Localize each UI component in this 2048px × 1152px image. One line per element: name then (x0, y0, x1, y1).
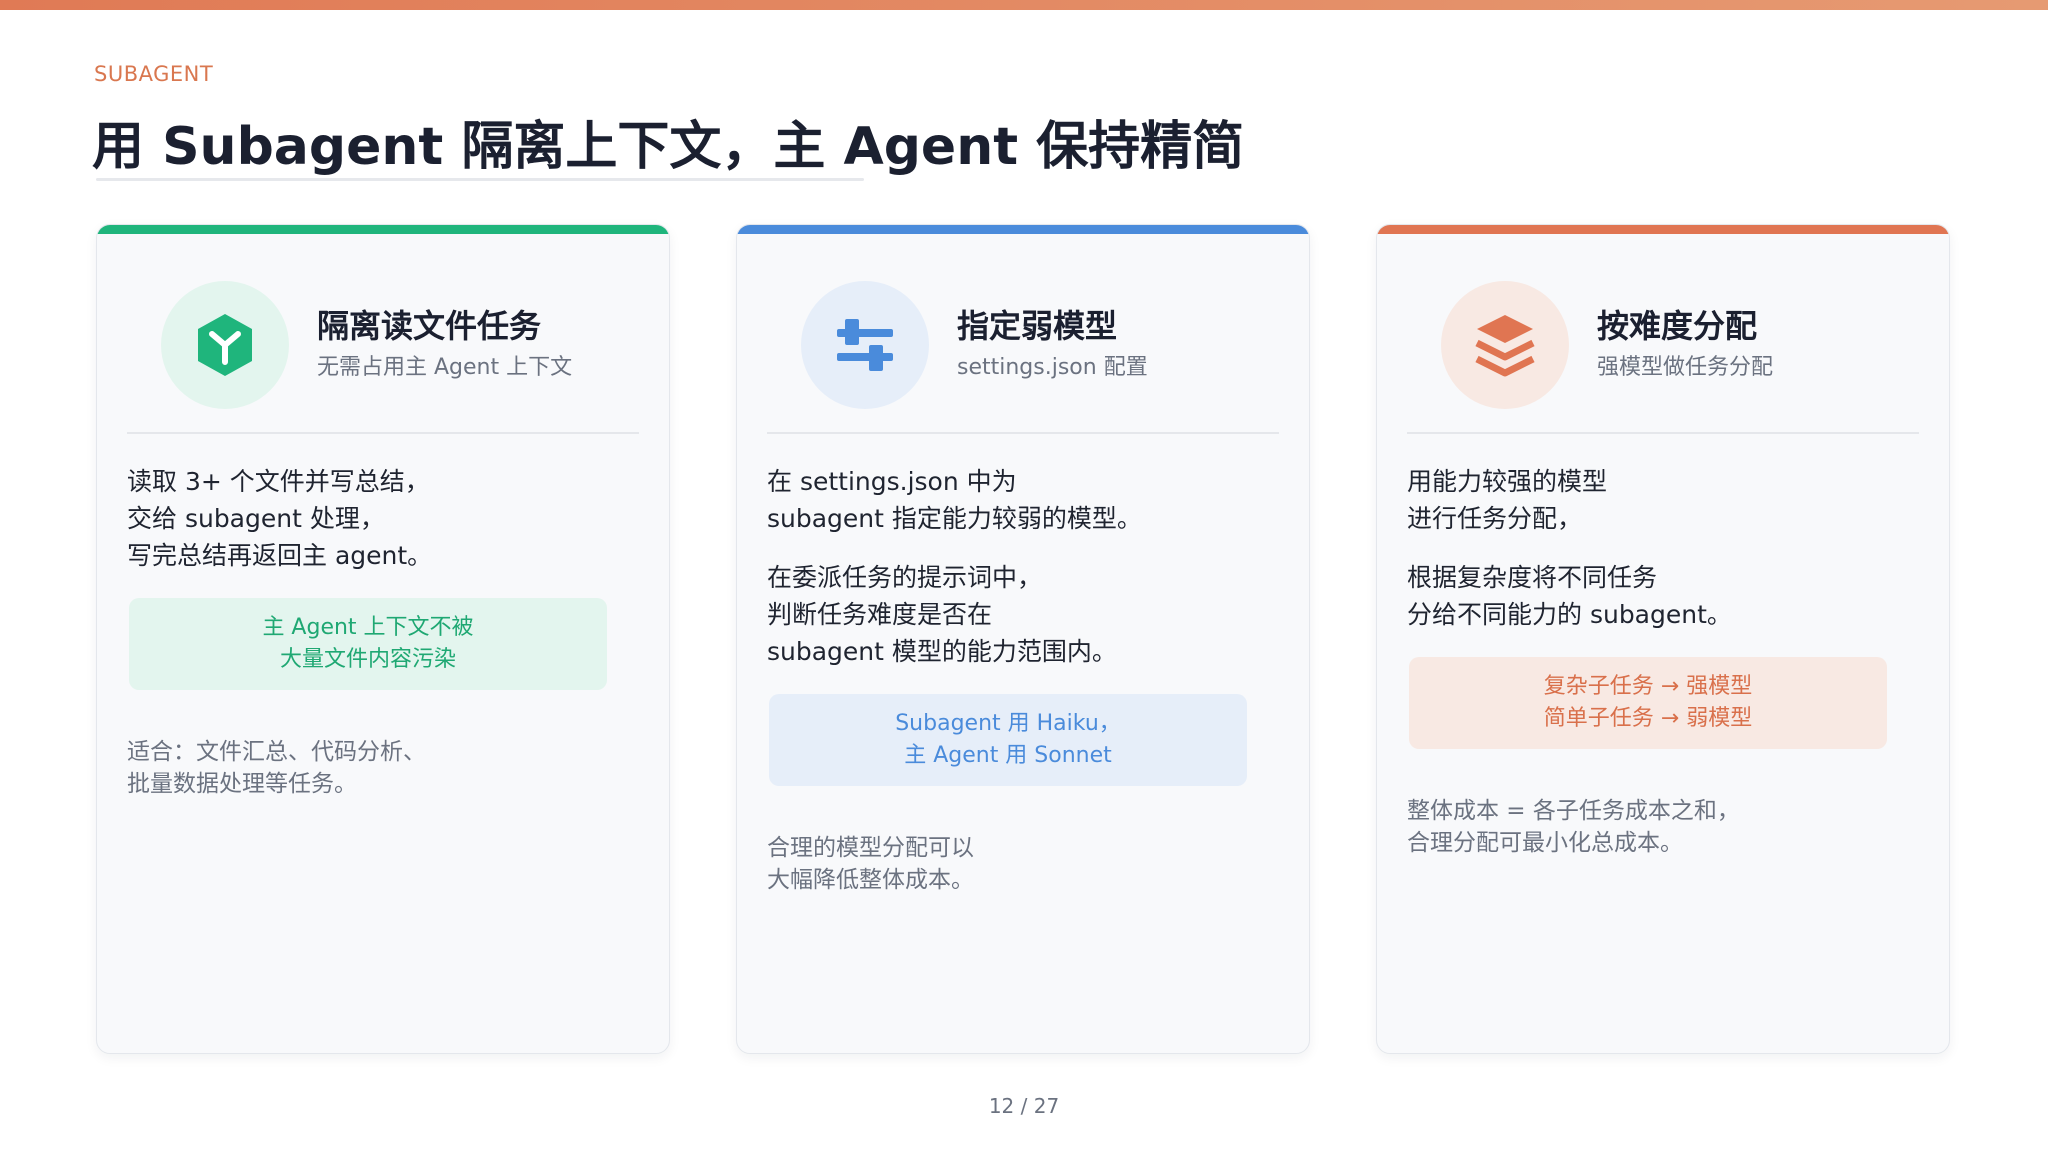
card-subtitle: settings.json 配置 (957, 355, 1148, 380)
card-callout: 主 Agent 上下文不被 大量文件内容污染 (129, 598, 607, 690)
page-title: 用 Subagent 隔离上下文，主 Agent 保持精简 (92, 117, 1245, 177)
card-divider (127, 432, 639, 434)
card-body: 用能力较强的模型 进行任务分配， 根据复杂度将不同任务 分给不同能力的 suba… (1407, 463, 1919, 859)
card-callout: Subagent 用 Haiku， 主 Agent 用 Sonnet (769, 694, 1247, 786)
card-header: 按难度分配 强模型做任务分配 (1441, 281, 1925, 409)
icon-badge (801, 281, 929, 409)
card-paragraph: 在 settings.json 中为 subagent 指定能力较弱的模型。 (767, 467, 1142, 533)
title-underline (96, 178, 864, 181)
card-title: 按难度分配 (1597, 307, 1758, 345)
card-isolate-file-tasks: 隔离读文件任务 无需占用主 Agent 上下文 读取 3+ 个文件并写总结， 交… (96, 224, 670, 1054)
card-title: 指定弱模型 (957, 307, 1118, 345)
card-subtitle: 无需占用主 Agent 上下文 (317, 355, 573, 380)
card-note: 合理的模型分配可以 大幅降低整体成本。 (767, 835, 974, 893)
card-accent-bar (97, 225, 669, 234)
card-note: 适合：文件汇总、代码分析、 批量数据处理等任务。 (127, 739, 426, 797)
card-paragraph: 读取 3+ 个文件并写总结， 交给 subagent 处理， 写完总结再返回主 … (127, 467, 433, 570)
card-accent-bar (1377, 225, 1949, 234)
layers-icon (1475, 315, 1535, 377)
section-eyebrow: SUBAGENT (94, 62, 214, 86)
cube-icon (198, 314, 252, 376)
top-accent-bar (0, 0, 2048, 10)
icon-badge (1441, 281, 1569, 409)
card-paragraph: 在委派任务的提示词中， 判断任务难度是否在 subagent 模型的能力范围内。 (767, 563, 1117, 666)
card-accent-bar (737, 225, 1309, 234)
card-weak-model: 指定弱模型 settings.json 配置 在 settings.json 中… (736, 224, 1310, 1054)
card-subtitle: 强模型做任务分配 (1597, 355, 1774, 380)
card-title: 隔离读文件任务 (317, 307, 542, 345)
page-indicator: 12 / 27 (988, 1094, 1060, 1118)
card-paragraph: 根据复杂度将不同任务 分给不同能力的 subagent。 (1407, 563, 1732, 629)
card-note: 整体成本 = 各子任务成本之和， 合理分配可最小化总成本。 (1407, 798, 1740, 856)
card-divider (1407, 432, 1919, 434)
sliders-icon (837, 319, 893, 371)
icon-badge (161, 281, 289, 409)
card-body: 读取 3+ 个文件并写总结， 交给 subagent 处理， 写完总结再返回主 … (127, 463, 639, 800)
card-body: 在 settings.json 中为 subagent 指定能力较弱的模型。 在… (767, 463, 1279, 896)
card-header: 隔离读文件任务 无需占用主 Agent 上下文 (161, 281, 645, 409)
card-paragraph: 用能力较强的模型 进行任务分配， (1407, 467, 1608, 533)
card-header: 指定弱模型 settings.json 配置 (801, 281, 1285, 409)
card-callout: 复杂子任务 → 强模型 简单子任务 → 弱模型 (1409, 657, 1887, 749)
card-assign-by-difficulty: 按难度分配 强模型做任务分配 用能力较强的模型 进行任务分配， 根据复杂度将不同… (1376, 224, 1950, 1054)
card-divider (767, 432, 1279, 434)
